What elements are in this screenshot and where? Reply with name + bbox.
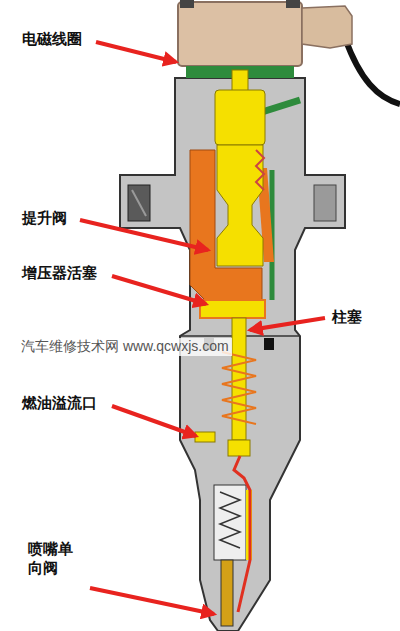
leader-arrow [250,318,325,330]
bolt-hole [128,185,150,221]
watermark: 汽车维修技术网 www.qcwxjs.com [18,338,232,356]
part-label: 电磁线圈 [22,30,82,49]
seal [264,338,274,350]
poppet-valve [217,145,263,266]
intensifier-piston [200,300,265,318]
poppet-stem [232,70,248,92]
nozzle-needle [221,560,233,626]
part-label: 增压器活塞 [22,264,97,283]
plunger-chamber [228,440,250,456]
leader-arrow [80,220,208,250]
spill-port [195,432,215,442]
part-label: 喷嘴单 向阀 [28,540,80,578]
part-label: 柱塞 [332,308,362,327]
leader-arrow [112,276,206,304]
screw-head [180,0,194,8]
return-spring [222,352,256,424]
connector [302,6,352,48]
nozzle-spring [220,492,240,548]
solenoid-coil [178,2,302,66]
check-valve-body [214,485,246,560]
leader-arrow [90,588,214,614]
oil-passage [262,100,300,112]
screw-head [286,0,300,8]
fuel-line [234,456,250,612]
bolt-thread [132,190,146,216]
part-label: 燃油溢流口 [22,394,97,413]
leader-arrow [112,406,196,436]
spring [256,150,264,190]
part-label: 提升阀 [22,209,67,228]
flange-recess [314,185,336,221]
cable [345,38,400,104]
leader-arrow [96,42,176,62]
poppet-head [215,90,265,145]
